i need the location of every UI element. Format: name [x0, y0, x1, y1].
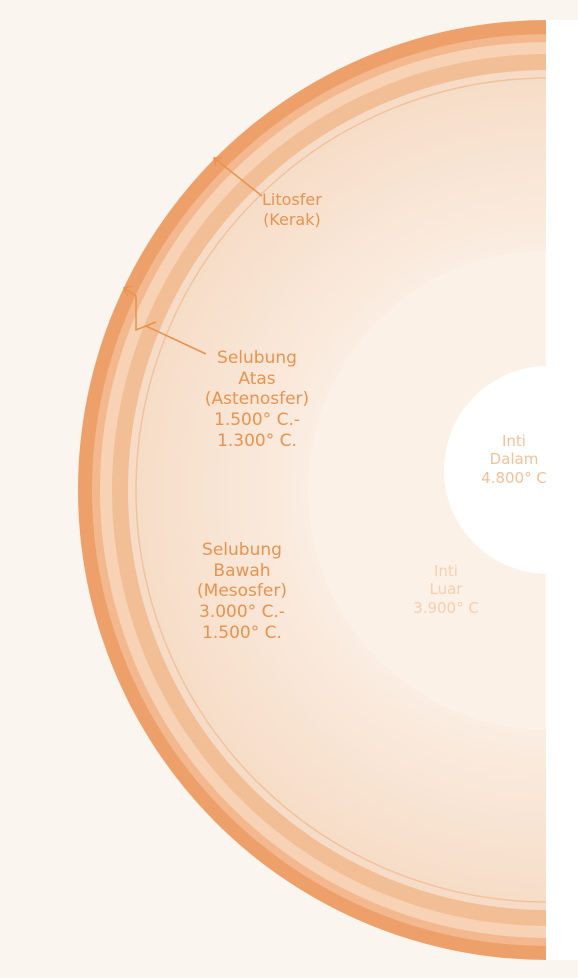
outer-core-line2: Luar	[429, 580, 463, 599]
upper-mantle-line2: Atas	[238, 368, 276, 389]
upper-mantle-line3: (Astenosfer)	[204, 389, 310, 410]
litosfer-label: Litosfer (Kerak)	[262, 190, 322, 229]
litosfer-name: Litosfer	[262, 190, 322, 209]
upper-mantle-temp-low: 1.300° C.	[217, 430, 297, 451]
upper-mantle-label: Selubung Atas (Astenosfer) 1.500° C.- 1.…	[194, 348, 320, 452]
lower-mantle-label: Selubung Bawah (Mesosfer) 3.000° C.- 1.5…	[182, 540, 302, 644]
lower-mantle-line1: Selubung	[202, 540, 282, 560]
inner-core-temp: 4.800° C	[481, 468, 547, 487]
outer-core-label: Inti Luar 3.900° C	[400, 562, 492, 617]
inner-core-line1: Inti	[502, 432, 526, 450]
outer-core-temp: 3.900° C	[413, 598, 479, 617]
upper-mantle-temp-high: 1.500° C.-	[214, 410, 300, 431]
upper-mantle-pointer	[145, 325, 207, 355]
outer-core	[308, 250, 548, 730]
lower-mantle-temp-low: 1.500° C.	[202, 622, 282, 643]
lower-mantle-line3: (Mesosfer)	[197, 581, 287, 602]
litosfer-alias: (Kerak)	[263, 209, 321, 229]
upper-mantle-arrow	[122, 285, 133, 297]
outer-core-line1: Inti	[434, 562, 458, 580]
cut-edge	[546, 20, 578, 960]
litosfer-arrowhead	[212, 157, 222, 167]
litosfer-pointer	[213, 157, 263, 197]
upper-mantle-line1: Selubung	[217, 348, 297, 368]
lower-mantle-line2: Bawah	[213, 560, 271, 581]
lower-mantle-temp-high: 3.000° C.-	[199, 602, 285, 623]
inner-core-label: Inti Dalam 4.800° C	[466, 432, 562, 487]
inner-core-line2: Dalam	[489, 450, 539, 469]
inner-core	[444, 366, 548, 574]
lithosphere-boundary	[135, 77, 548, 903]
